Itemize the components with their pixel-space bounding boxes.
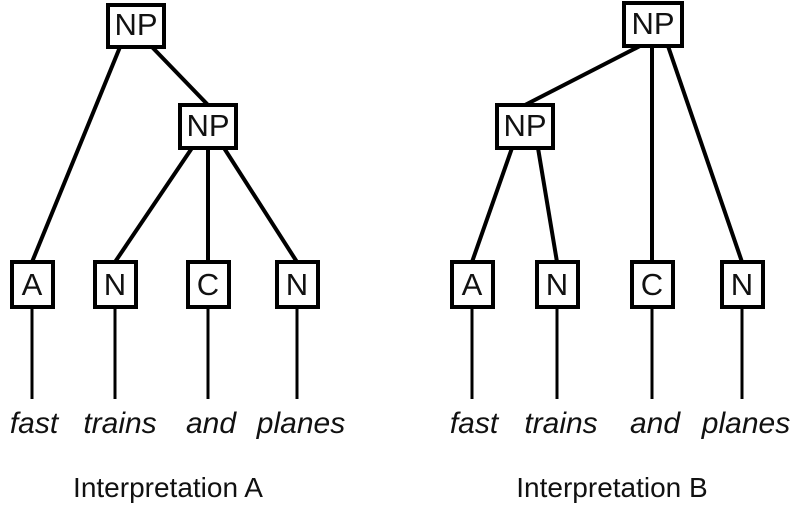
node-label-a-a: A [22, 267, 43, 302]
node-box-b-np-sub [495, 103, 555, 150]
nodes-layer: NP NP A N C N NP NP A N C N [10, 1, 765, 309]
node-box-a-a [10, 260, 55, 309]
tree-node-a-n1[interactable]: N [93, 260, 138, 309]
node-box-b-n2 [720, 260, 765, 309]
node-label-b-a: A [462, 267, 483, 302]
node-box-a-c [186, 260, 231, 309]
tree-node-b-a[interactable]: A [450, 260, 495, 309]
leaf-stems-layer [30, 307, 744, 399]
tree-edge-b-np-sub-to-b-a [470, 147, 514, 263]
tree-node-b-np-sub[interactable]: NP [495, 103, 555, 150]
caption-interpretation-b: Interpretation B [516, 472, 707, 503]
tree-node-b-c[interactable]: C [630, 260, 675, 309]
leaf-word-b-word-and: and [630, 407, 681, 440]
node-box-a-np-sub [178, 103, 238, 150]
words-layer: fast trains and planes fast trains and planes [10, 407, 790, 440]
tree-edge-a-np-sub-to-a-n2 [222, 146, 299, 264]
node-label-b-n2: N [731, 267, 753, 302]
node-box-a-np-root [106, 3, 166, 49]
tree-node-a-np-sub[interactable]: NP [178, 103, 238, 150]
node-label-b-n1: N [546, 267, 568, 302]
tree-edge-b-np-root-to-b-n2 [666, 45, 744, 263]
tree-node-b-n1[interactable]: N [535, 260, 580, 309]
node-label-b-c: C [641, 267, 663, 302]
tree-edge-b-np-sub-to-b-n1 [536, 147, 559, 263]
tree-edge-a-np-root-to-a-a [30, 46, 122, 263]
node-box-b-np-root [622, 1, 684, 48]
node-label-a-np-root: NP [114, 7, 157, 42]
node-box-b-n1 [535, 260, 580, 309]
node-label-a-n2: N [286, 267, 308, 302]
node-label-a-np-sub: NP [186, 108, 229, 143]
tree-node-a-n2[interactable]: N [275, 260, 320, 309]
leaf-word-b-word-trains: trains [524, 407, 597, 440]
leaf-word-a-word-fast: fast [10, 407, 60, 440]
node-label-b-np-sub: NP [503, 108, 546, 143]
node-box-a-n1 [93, 260, 138, 309]
node-label-a-c: C [197, 267, 219, 302]
node-box-b-a [450, 260, 495, 309]
tree-edge-b-np-root-to-b-np-sub [524, 44, 641, 107]
tree-node-a-a[interactable]: A [10, 260, 55, 309]
leaf-word-a-word-and: and [186, 407, 237, 440]
tree-node-b-np-root[interactable]: NP [622, 1, 684, 48]
tree-edge-a-np-root-to-a-np-sub [150, 45, 210, 107]
node-label-a-n1: N [104, 267, 126, 302]
captions-layer: Interpretation A Interpretation B [73, 472, 708, 503]
tree-node-b-n2[interactable]: N [720, 260, 765, 309]
leaf-word-b-word-fast: fast [450, 407, 500, 440]
tree-node-a-np-root[interactable]: NP [106, 3, 166, 49]
tree-edge-a-np-sub-to-a-n1 [113, 146, 194, 264]
node-box-a-n2 [275, 260, 320, 309]
edges-layer [30, 44, 744, 264]
leaf-word-b-word-planes: planes [701, 407, 790, 440]
node-box-b-c [630, 260, 675, 309]
tree-node-a-c[interactable]: C [186, 260, 231, 309]
node-label-b-np-root: NP [631, 6, 674, 41]
leaf-word-a-word-planes: planes [256, 407, 345, 440]
leaf-word-a-word-trains: trains [83, 407, 156, 440]
caption-interpretation-a: Interpretation A [73, 472, 263, 503]
